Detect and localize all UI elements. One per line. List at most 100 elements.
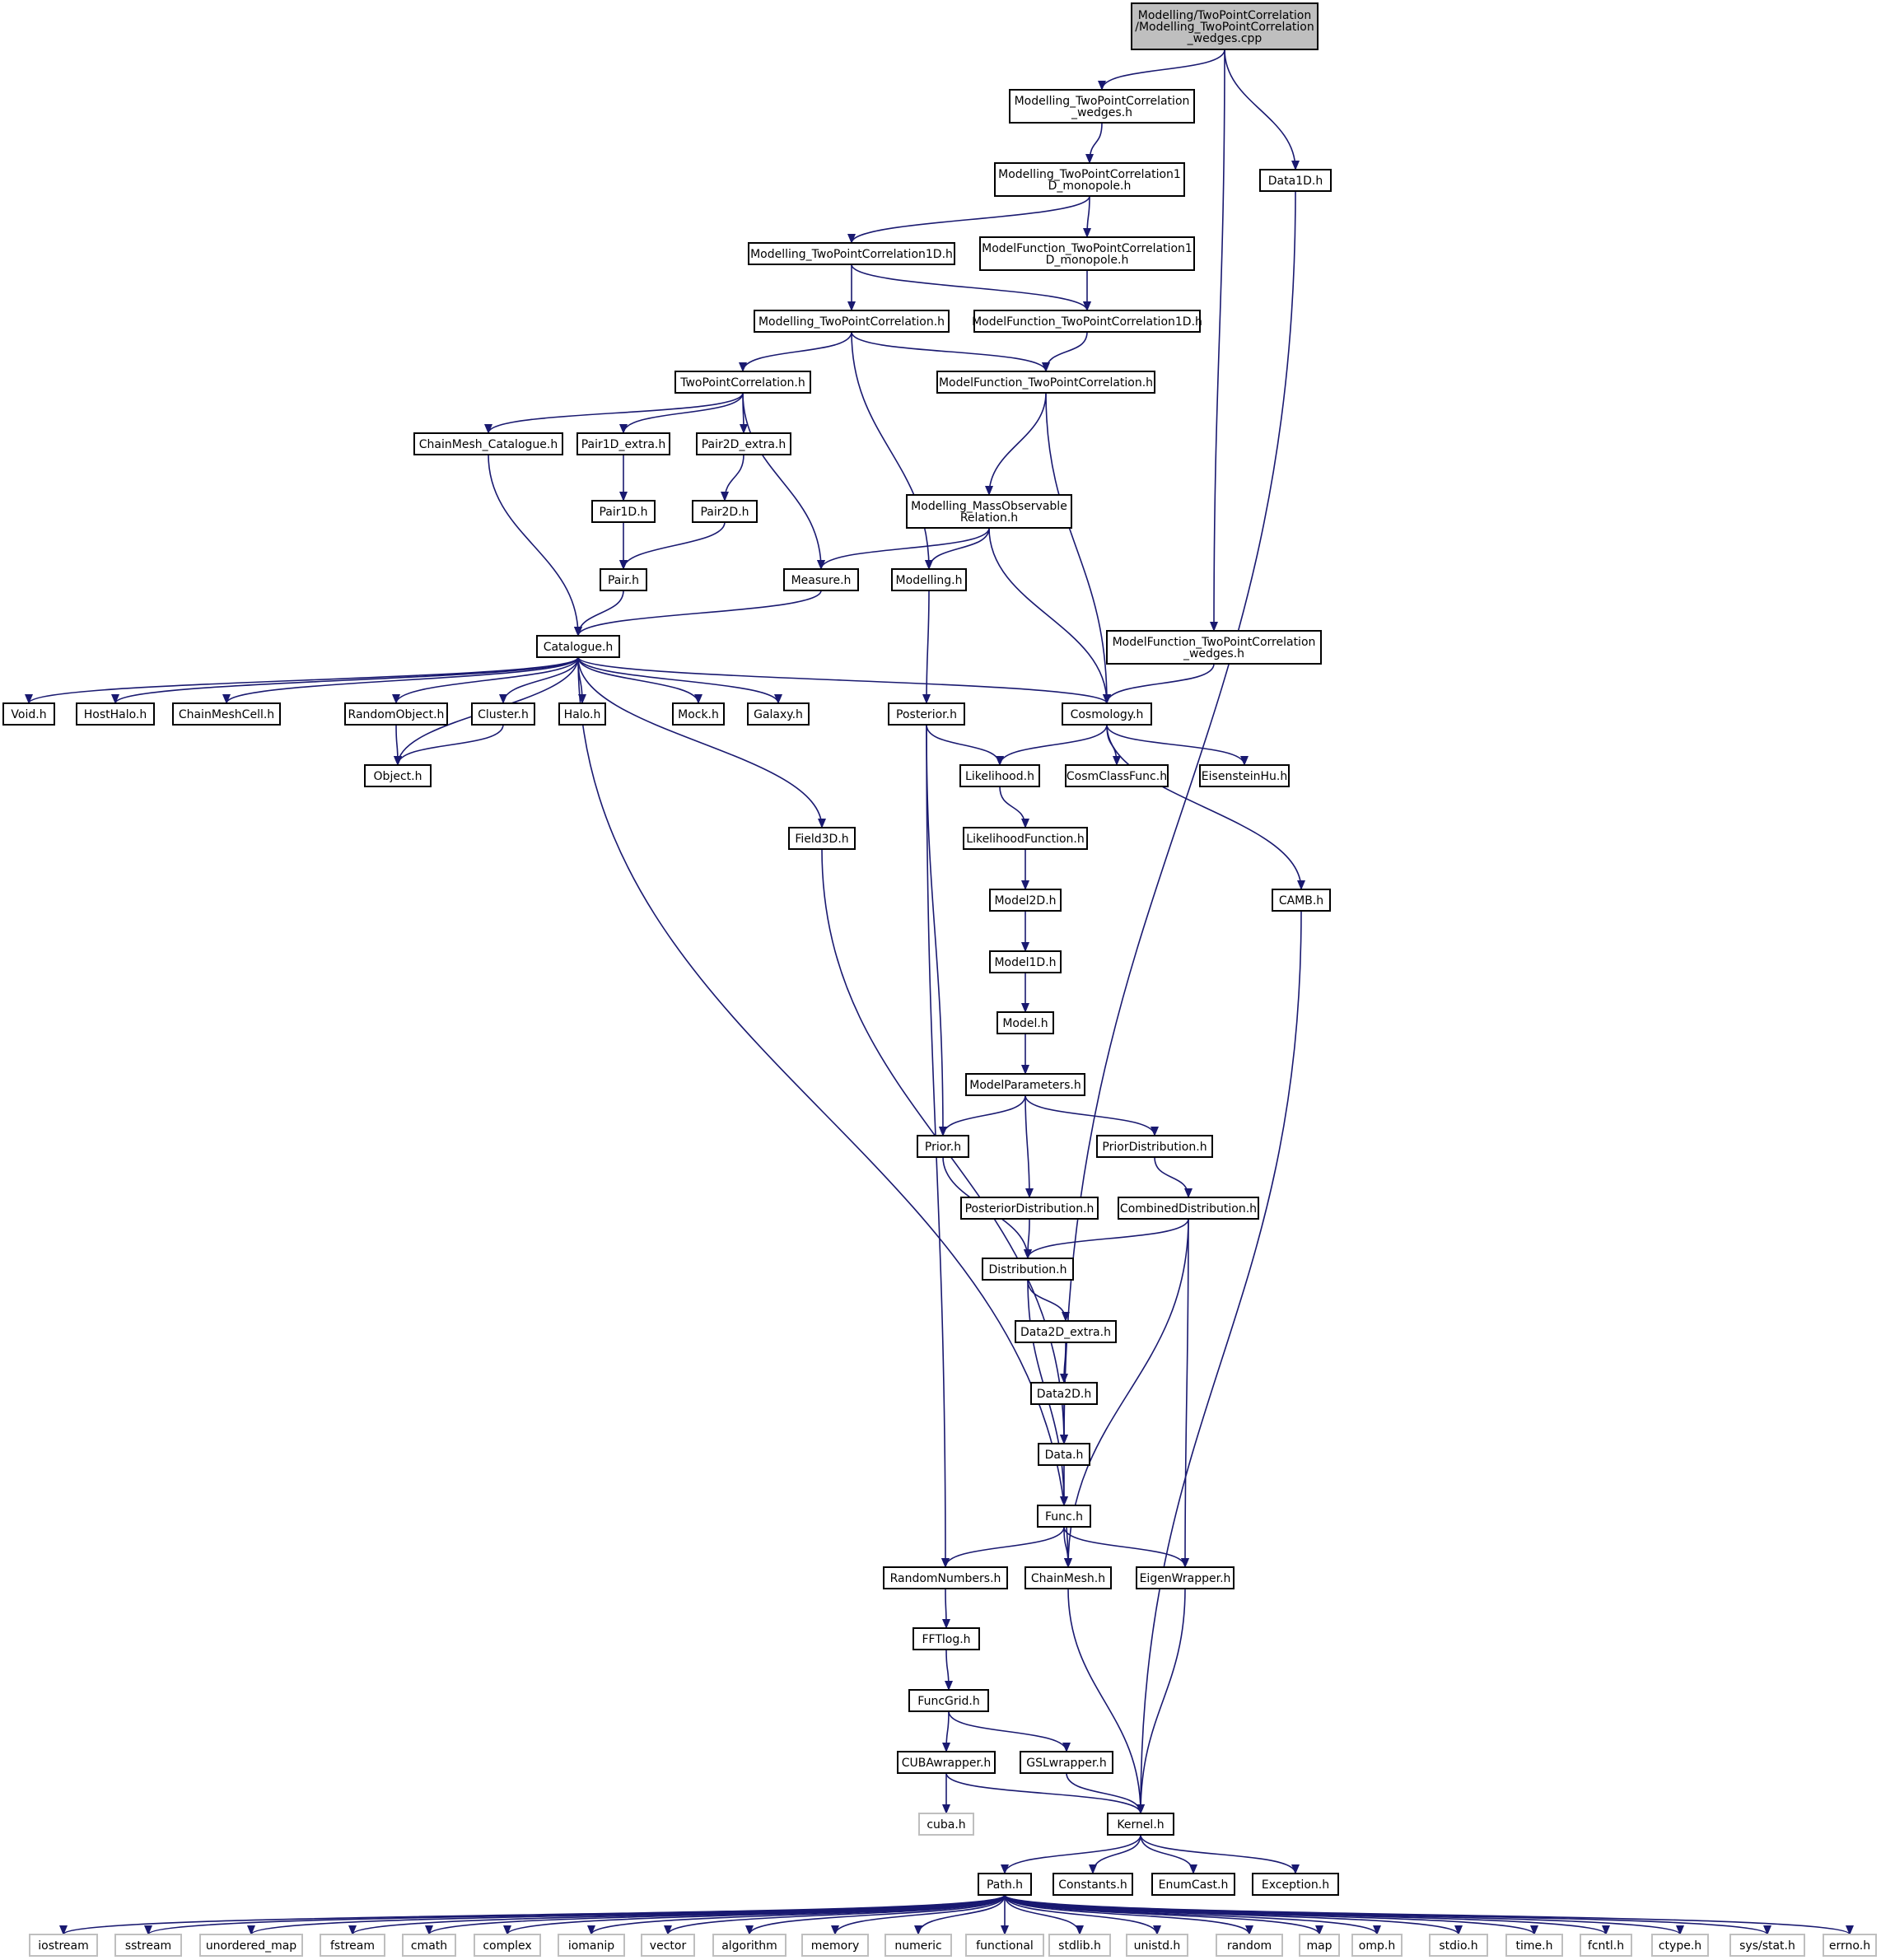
node-box [1505,1934,1563,1957]
node-posteriordist[interactable]: PosteriorDistribution.h [960,1197,1099,1220]
node-object[interactable]: Object.h [364,764,432,787]
node-mf_tpc1d_mono[interactable]: ModelFunction_TwoPointCorrelation1D_mono… [979,236,1195,271]
node-mf_tpc_wedges[interactable]: ModelFunction_TwoPointCorrelation_wedges… [1106,630,1322,665]
node-camb[interactable]: CAMB.h [1272,889,1331,912]
node-model1d[interactable]: Model1D.h [989,950,1062,973]
node-prior[interactable]: Prior.h [917,1135,969,1158]
node-eigenwrapper[interactable]: EigenWrapper.h [1136,1566,1235,1589]
node-pair[interactable]: Pair.h [600,568,647,591]
node-cosmology[interactable]: Cosmology.h [1062,702,1152,726]
node-stdio[interactable]: stdio.h [1429,1934,1488,1957]
node-halo[interactable]: Halo.h [558,702,606,726]
node-likelihoodfunc[interactable]: LikelihoodFunction.h [963,827,1088,850]
node-kernel[interactable]: Kernel.h [1107,1813,1174,1836]
edge-cosmology-to-eisensteinhu [1106,724,1249,766]
node-pair1d_extra[interactable]: Pair1D_extra.h [576,432,670,455]
node-stdlib[interactable]: stdlib.h [1048,1934,1111,1957]
node-galaxy[interactable]: Galaxy.h [747,702,810,726]
node-label: memory [811,1939,860,1953]
node-func[interactable]: Func.h [1037,1505,1091,1528]
node-modelling[interactable]: Modelling.h [891,568,967,591]
node-unistd[interactable]: unistd.h [1126,1934,1188,1957]
node-map[interactable]: map [1299,1934,1340,1957]
node-measure[interactable]: Measure.h [783,568,859,591]
edge-path-to-map [1004,1894,1323,1935]
node-constants[interactable]: Constants.h [1053,1873,1133,1896]
node-distribution[interactable]: Distribution.h [982,1258,1074,1281]
node-omp[interactable]: omp.h [1351,1934,1403,1957]
node-combineddist[interactable]: CombinedDistribution.h [1118,1197,1259,1220]
node-chainmeshcell[interactable]: ChainMeshCell.h [172,702,281,726]
node-random[interactable]: random [1216,1934,1283,1957]
node-errno[interactable]: errno.h [1823,1934,1877,1957]
edge-path-to-memory [831,1894,1006,1935]
node-root[interactable]: Modelling/TwoPointCorrelation/Modelling_… [1131,2,1319,50]
node-data2d_extra[interactable]: Data2D_extra.h [1015,1320,1117,1343]
edge-mtpc1d-to-mf_tpc1d [851,264,1091,311]
node-data1d[interactable]: Data1D.h [1259,169,1332,192]
node-box [1199,764,1290,787]
node-ctype[interactable]: ctype.h [1651,1934,1709,1957]
node-iostream[interactable]: iostream [29,1934,98,1957]
node-pair1d[interactable]: Pair1D.h [591,500,656,523]
node-iomanip[interactable]: iomanip [558,1934,625,1957]
node-unordered_map[interactable]: unordered_map [199,1934,303,1957]
node-hosthalo[interactable]: HostHalo.h [76,702,155,726]
node-cmath[interactable]: cmath [402,1934,456,1957]
node-vector[interactable]: vector [641,1934,695,1957]
node-mf_tpc[interactable]: ModelFunction_TwoPointCorrelation.h [936,371,1155,394]
node-tpc[interactable]: TwoPointCorrelation.h [674,371,811,394]
node-box [906,494,1072,529]
node-exception[interactable]: Exception.h [1252,1873,1339,1896]
node-chainmesh[interactable]: ChainMesh.h [1025,1566,1112,1589]
node-fcntl[interactable]: fcntl.h [1580,1934,1632,1957]
node-randomnumbers[interactable]: RandomNumbers.h [883,1566,1008,1589]
node-fstream[interactable]: fstream [320,1934,385,1957]
node-algorithm[interactable]: algorithm [712,1934,786,1957]
node-data[interactable]: Data.h [1038,1443,1090,1466]
node-catalogue[interactable]: Catalogue.h [536,635,620,658]
node-path[interactable]: Path.h [978,1873,1032,1896]
node-model[interactable]: Model.h [997,1011,1054,1034]
node-cluster[interactable]: Cluster.h [471,702,535,726]
node-label: FFTlog.h [922,1633,970,1646]
node-cuba[interactable]: cuba.h [918,1813,974,1836]
node-eisensteinhu[interactable]: EisensteinHu.h [1199,764,1290,787]
node-mf_tpc1d[interactable]: ModelFunction_TwoPointCorrelation1D.h [972,310,1202,333]
node-modelparams[interactable]: ModelParameters.h [965,1073,1085,1096]
node-numeric[interactable]: numeric [884,1934,952,1957]
node-label: Model2D.h [994,894,1056,908]
node-void[interactable]: Void.h [2,702,55,726]
node-time[interactable]: time.h [1505,1934,1563,1957]
node-model2d[interactable]: Model2D.h [989,889,1062,912]
node-complex[interactable]: complex [474,1934,541,1957]
node-funcgrid[interactable]: FuncGrid.h [908,1689,989,1712]
node-box [959,764,1040,787]
node-sstream[interactable]: sstream [114,1934,182,1957]
node-functional[interactable]: functional [965,1934,1044,1957]
node-mtpc[interactable]: Modelling_TwoPointCorrelation.h [754,310,950,333]
node-priordist[interactable]: PriorDistribution.h [1096,1135,1213,1158]
node-posterior[interactable]: Posterior.h [888,702,965,726]
node-cubawrapper[interactable]: CUBAwrapper.h [897,1751,996,1774]
node-label: D_monopole.h [1048,180,1132,193]
node-memory[interactable]: memory [801,1934,869,1957]
node-likelihood[interactable]: Likelihood.h [959,764,1040,787]
node-sysstat[interactable]: sys/stat.h [1729,1934,1805,1957]
node-cosmclassfunc[interactable]: CosmClassFunc.h [1065,764,1169,787]
node-randomobject[interactable]: RandomObject.h [344,702,448,726]
node-mtpc1d_mono[interactable]: Modelling_TwoPointCorrelation1D_monopole… [994,162,1185,197]
node-mtpc1d[interactable]: Modelling_TwoPointCorrelation1D.h [748,242,955,265]
node-mock[interactable]: Mock.h [672,702,725,726]
node-gslwrapper[interactable]: GSLwrapper.h [1020,1751,1113,1774]
node-label: Exception.h [1262,1878,1329,1892]
node-pair2d[interactable]: Pair2D.h [692,500,758,523]
node-data2d[interactable]: Data2D.h [1030,1382,1098,1405]
node-chainmesh_cat[interactable]: ChainMesh_Catalogue.h [413,432,563,455]
node-field3d[interactable]: Field3D.h [788,827,856,850]
node-fftlog[interactable]: FFTlog.h [912,1627,980,1650]
node-mtpc_wedges_h[interactable]: Modelling_TwoPointCorrelation_wedges.h [1009,89,1195,124]
node-enumcast[interactable]: EnumCast.h [1151,1873,1235,1896]
node-pair2d_extra[interactable]: Pair2D_extra.h [696,432,791,455]
